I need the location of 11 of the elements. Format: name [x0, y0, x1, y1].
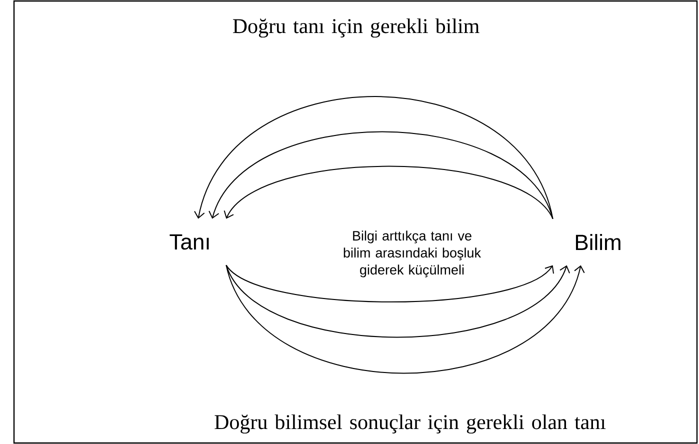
- arrow: [226, 264, 570, 338]
- arrow: [226, 264, 585, 374]
- arrow: [224, 166, 554, 220]
- term-label: Tanı: [170, 234, 209, 250]
- caption-text: Doğru tanı için gerekli bilim: [232, 18, 480, 38]
- term-label: Bilim: [576, 234, 620, 250]
- arrow: [208, 131, 554, 220]
- caption-text: Bilgi arttıkça tanı ve bilim arasındaki boşluk giderek küçülmeli: [344, 230, 482, 278]
- caption-text: Doğru bilimsel sonuçlar için gerekli olan tanı: [214, 414, 606, 434]
- arrow: [194, 96, 554, 220]
- arrow: [226, 264, 554, 302]
